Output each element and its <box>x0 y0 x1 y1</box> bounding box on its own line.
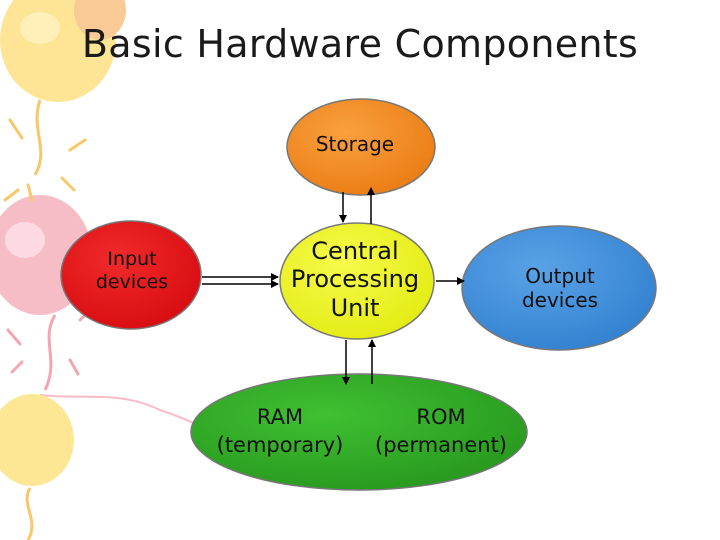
cpu-label-line: Processing <box>290 265 420 294</box>
input-label-line: Input <box>107 248 157 270</box>
input-devices-node <box>60 220 202 330</box>
ram-label-line: RAM <box>256 405 304 429</box>
cpu-label: Central Processing Unit <box>270 237 440 322</box>
storage-label: Storage <box>315 132 395 156</box>
output-label-line: Output <box>525 264 595 288</box>
input-label-line: devices <box>95 270 169 293</box>
rom-label-line: (permanent) <box>375 432 507 457</box>
rom-label-line: ROM <box>416 405 466 429</box>
rom-label: ROM (permanent) <box>366 404 516 459</box>
page-title: Basic Hardware Components <box>81 22 639 66</box>
output-devices-label: Output devices <box>492 264 628 312</box>
cpu-label-line: Central <box>311 237 399 265</box>
cpu-node <box>279 222 435 340</box>
output-devices-node <box>461 225 657 351</box>
storage-node <box>286 98 436 196</box>
ram-label: RAM (temporary) <box>200 404 360 459</box>
memory-node <box>190 373 528 491</box>
ram-label-line: (temporary) <box>216 432 344 457</box>
cpu-label-line: Unit <box>330 293 380 322</box>
arrows <box>202 187 465 385</box>
output-label-line: devices <box>521 288 599 312</box>
input-devices-label: Input devices <box>62 248 202 294</box>
